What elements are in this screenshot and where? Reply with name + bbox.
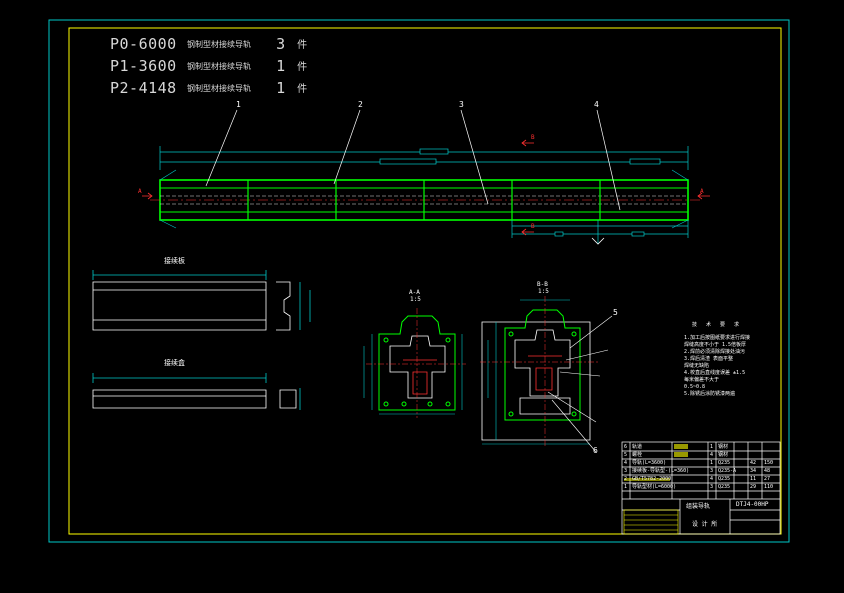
part-desc: 钢制型材接续导轨: [187, 84, 252, 93]
tb-row-mat: 钢材: [718, 452, 729, 458]
tb-row-num: 1: [624, 484, 628, 490]
part-unit: 件: [297, 62, 308, 73]
parts-list-row: P1-3600 钢制型材接续导轨 1 件: [110, 56, 315, 78]
cut-label-b-top: B: [531, 134, 535, 141]
note-item: 每米偏差不大于: [684, 377, 720, 383]
callout-4: 4: [594, 100, 599, 109]
note-item: 焊缝高度不小于 1.5倍板厚: [684, 342, 747, 348]
callout-6: 6: [593, 446, 598, 455]
section-a-a-scale: 1:5: [410, 296, 421, 303]
rail-overall-dimension: [159, 146, 689, 170]
section-cut-markers: [142, 139, 710, 236]
section-a-a-title: A-A: [409, 289, 420, 296]
tb-row-name: 轨道: [632, 444, 643, 450]
note-item: 焊缝无缺陷: [684, 363, 710, 369]
part-desc: 钢制型材接续导轨: [187, 62, 252, 71]
note-item: 5.除锈后涂防锈漆两遍: [684, 391, 736, 397]
tb-row-num: 4: [624, 460, 628, 466]
lower-plate-title: 接续盒: [164, 359, 185, 367]
part-code: P0-6000: [110, 35, 177, 53]
tb-row-qty: 4: [710, 476, 714, 482]
cut-label-a-right: A: [700, 188, 704, 195]
tb-row-num: 3: [624, 468, 628, 474]
callout-1: 1: [236, 100, 241, 109]
tb-row-name: GB/T5782-2000: [632, 476, 672, 482]
tb-row-qty: 1: [710, 444, 714, 450]
callout-2: 2: [358, 100, 363, 109]
tb-row-total-wt: 48: [764, 468, 771, 474]
callout-3: 3: [459, 100, 464, 109]
rail-elevation: [150, 179, 700, 245]
tb-row-name: 接续板-导轨型-(L=360): [632, 468, 690, 474]
part-code: P2-4148: [110, 79, 177, 97]
tb-row-total-wt: 150: [764, 460, 774, 466]
drawing-frame: [68, 27, 782, 535]
callout-leaders: [205, 109, 621, 211]
part-qty: 1: [276, 79, 286, 97]
tb-row-unit-wt: 29: [750, 484, 757, 490]
part-qty: 1: [276, 57, 286, 75]
note-item: 1.加工后按图纸要求进行焊接: [684, 335, 751, 341]
upper-plate-title: 接续板: [164, 257, 185, 265]
note-item: 4.校直后直线度误差 ±1.5: [684, 370, 746, 376]
tb-row-qty: 3: [710, 484, 714, 490]
part-qty: 3: [276, 35, 286, 53]
tb-row-unit-wt: 42: [750, 460, 757, 466]
notes-title: 技 术 要 求: [692, 322, 743, 328]
title-block-highlights: [623, 444, 688, 535]
technical-notes: 技 术 要 求 1.加工后按图纸要求进行焊接 焊缝高度不小于 1.5倍板厚 2.…: [684, 322, 750, 398]
tb-row-mat: Q235: [718, 460, 731, 466]
cut-label-a-left: A: [138, 188, 142, 195]
tb-drawing-number: DTJ4-00HP: [736, 501, 769, 508]
title-block-grid: [621, 441, 781, 535]
part-desc: 钢制型材接续导轨: [187, 40, 252, 49]
tb-row-qty: 1: [710, 460, 714, 466]
outer-frame: [48, 19, 790, 543]
callout-5: 5: [613, 308, 618, 317]
tb-row-mat: 钢材: [718, 444, 729, 450]
lower-plate-view: [92, 373, 301, 410]
tb-row-qty: 4: [710, 452, 714, 458]
tb-row-mat: Q235: [718, 476, 731, 482]
tb-row-mat: Q235-A: [718, 468, 737, 474]
rail-bottom-dimension: [511, 220, 689, 238]
tb-row-unit-wt: 11: [750, 476, 757, 482]
tb-row-mat: Q235: [718, 484, 731, 490]
tb-row-unit-wt: 34: [750, 468, 757, 474]
parts-list-row: P0-6000 钢制型材接续导轨 3 件: [110, 34, 315, 56]
part-unit: 件: [297, 40, 308, 51]
section-b-b-title: B-B: [537, 281, 548, 288]
tb-row-total-wt: 27: [764, 476, 771, 482]
tb-row-total-wt: 110: [764, 484, 774, 490]
tb-drawing-title: 组装导轨: [686, 503, 711, 510]
parts-list: P0-6000 钢制型材接续导轨 3 件 P1-3600 钢制型材接续导轨 1 …: [110, 34, 315, 100]
cut-label-b-bottom: B: [531, 223, 535, 230]
note-item: 2.焊前必须清除焊接处油污: [684, 349, 746, 355]
note-item: 3.焊后清渣 表面平整: [684, 356, 734, 362]
tb-row-num: 6: [624, 444, 628, 450]
part-code: P1-3600: [110, 57, 177, 75]
tb-organization: 设 计 所: [692, 521, 718, 528]
tb-row-qty: 3: [710, 468, 714, 474]
note-item: 0.5~0.8: [684, 384, 706, 390]
section-a-a-drawing: [363, 308, 466, 418]
part-unit: 件: [297, 84, 308, 95]
upper-plate-view: [92, 270, 311, 331]
tb-row-name: 螺栓: [632, 452, 643, 458]
parts-list-row: P2-4148 钢制型材接续导轨 1 件: [110, 78, 315, 100]
end-leaders: [159, 169, 689, 229]
tb-row-num: 5: [624, 452, 628, 458]
tb-row-name: 导轨型材(L=6000): [632, 484, 677, 490]
section-b-b-drawing: [480, 296, 613, 453]
section-b-b-scale: 1:5: [538, 288, 549, 295]
tb-row-num: 2: [624, 476, 628, 482]
tb-row-name: 导轨(L=3600): [632, 460, 667, 466]
